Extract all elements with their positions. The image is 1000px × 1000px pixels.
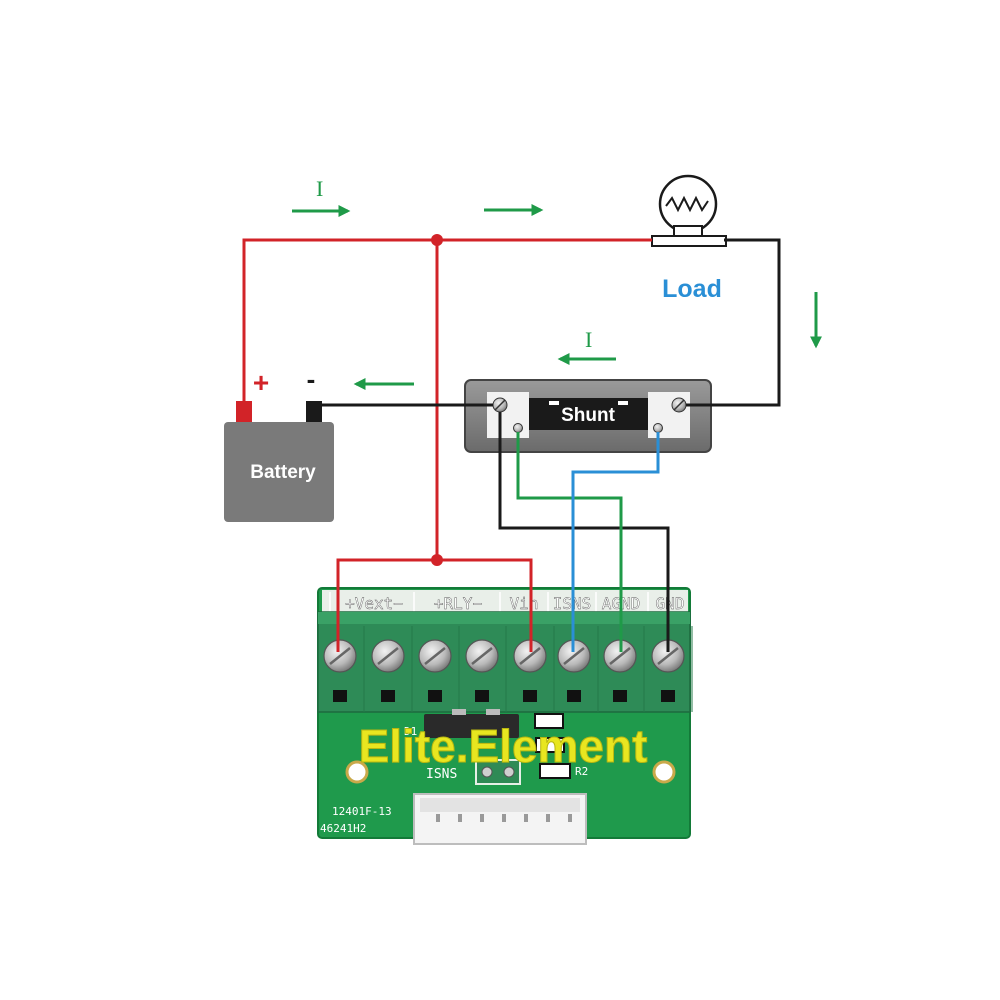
r2-component: [539, 763, 571, 779]
smd-component: [535, 737, 565, 753]
terminal-group-label: Vin: [510, 594, 539, 613]
connector-pin: [436, 814, 440, 822]
connector-pin: [458, 814, 462, 822]
ic-chip: [424, 714, 519, 738]
load-label: Load: [662, 275, 722, 303]
screw-slot-icon: [329, 647, 351, 665]
load-bulb: Load: [651, 174, 727, 303]
gnd-wire: [498, 412, 670, 652]
battery: Battery + -: [224, 364, 334, 522]
load-return-wire: [686, 238, 781, 407]
current-arrows: [292, 204, 822, 390]
connector-pin: [568, 814, 572, 822]
screw-slot-icon: [609, 647, 631, 665]
d1-label: D1: [404, 725, 417, 738]
terminal-wire-slot: [333, 690, 347, 702]
terminal-wire-slot: [523, 690, 537, 702]
filament-icon: [665, 195, 709, 213]
current-label-top: I: [316, 176, 323, 201]
screw-slot-icon: [519, 647, 541, 665]
terminal-wire-slot: [428, 690, 442, 702]
sense-wire-green: [516, 432, 623, 652]
battery-body: [224, 422, 334, 522]
screw-slot-icon: [471, 647, 493, 665]
screw-slot-icon: [377, 647, 399, 665]
isns-header-label: ISNS: [426, 767, 457, 782]
connector-pin: [524, 814, 528, 822]
terminal-group-label: GND: [656, 594, 685, 613]
battery-minus-sign: -: [307, 364, 316, 394]
screw-slot-icon: [424, 647, 446, 665]
mounting-hole-right: [652, 760, 676, 784]
battery-label: Battery: [250, 462, 316, 483]
sense-wire-blue: [571, 432, 660, 652]
shunt-label: Shunt: [561, 405, 615, 426]
connector-pin: [546, 814, 550, 822]
shunt-label-plate: [529, 398, 648, 430]
part-number-line1: 12401F-13: [332, 805, 392, 818]
screw-slot-icon: [657, 647, 679, 665]
terminal-wire-slot: [661, 690, 675, 702]
positive-wire-vext: [336, 558, 437, 652]
brand-logo-text: Elite.Element: [359, 720, 648, 772]
terminal-wire-slot: [613, 690, 627, 702]
positive-wire-main: [242, 238, 652, 402]
part-number-line2: 46241H2: [320, 822, 366, 835]
connector-pin: [502, 814, 506, 822]
terminal-group-label: +Vext−: [345, 594, 403, 613]
smd-component: [534, 713, 564, 729]
battery-plus-sign: +: [253, 367, 269, 398]
terminal-wire-slot: [567, 690, 581, 702]
mounting-hole-left: [345, 760, 369, 784]
junction-dot-bottom: [431, 554, 443, 566]
terminal-wire-slot: [381, 690, 395, 702]
battery-positive-terminal: [236, 401, 252, 423]
screw-slot-icon: [563, 647, 585, 665]
shunt: Shunt: [464, 379, 712, 453]
terminal-wire-slot: [475, 690, 489, 702]
r2-label: R2: [575, 765, 588, 778]
shunt-sense-screw-left: [513, 423, 523, 433]
current-label-shunt: I: [585, 327, 592, 352]
terminal-group-label: +RLY−: [434, 594, 482, 613]
junction-dot-top: [431, 234, 443, 246]
pin-connector: [413, 793, 587, 845]
wires: [242, 234, 781, 652]
connector-pin: [480, 814, 484, 822]
shunt-sense-screw-right: [653, 423, 663, 433]
positive-wire-vin: [437, 558, 533, 652]
